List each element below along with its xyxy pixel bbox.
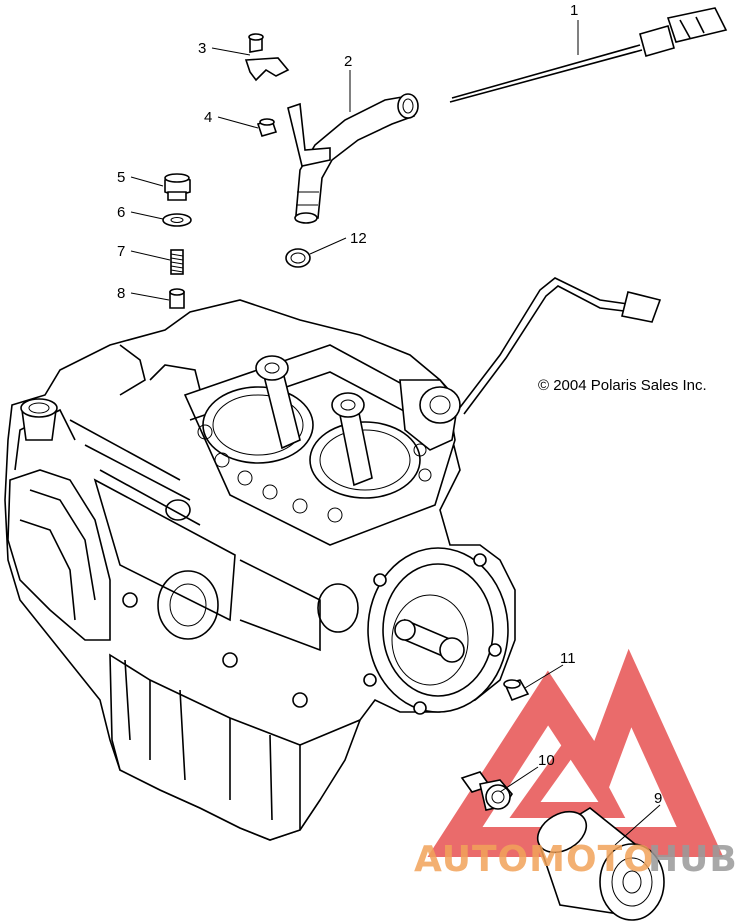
callout-8: 8 [117, 285, 125, 302]
leader-12 [309, 237, 347, 255]
callout-2: 2 [344, 53, 352, 70]
callout-4: 4 [204, 109, 212, 126]
leader-11 [524, 664, 564, 689]
leader-10 [499, 766, 539, 793]
leader-3 [211, 47, 251, 56]
watermark-triangle-inner [509, 724, 626, 818]
watermark-logo [427, 648, 724, 857]
callout-12: 12 [350, 230, 367, 247]
callout-7: 7 [117, 243, 125, 260]
watermark-text: AUTOMOTO HUB [414, 839, 738, 880]
part-bolt-clip [244, 33, 290, 82]
leader-9 [614, 804, 661, 846]
leader-7 [130, 250, 171, 261]
leader-4 [217, 116, 259, 129]
watermark-text-left: AUTOMOTO [414, 839, 655, 880]
part-oil-filler-tube [287, 93, 419, 224]
callout-labels: 1 2 3 4 5 6 7 8 9 10 11 12 [117, 2, 662, 807]
part-plug [503, 679, 530, 702]
part-drain-bolt [164, 173, 191, 201]
callout-1: 1 [570, 2, 578, 19]
leader-5 [130, 176, 164, 187]
part-oil-filter [536, 807, 665, 921]
part-screw-small [256, 118, 278, 137]
leader-8 [130, 292, 170, 301]
part-o-ring [285, 248, 311, 268]
part-spring [170, 249, 184, 275]
copyright-notice: © 2004 Polaris Sales Inc. [538, 377, 707, 394]
leader-6 [130, 211, 164, 220]
part-washer [162, 213, 192, 227]
dipstick-tube-assembly [419, 277, 662, 424]
part-dowel-pin [169, 288, 185, 309]
callout-3: 3 [198, 40, 206, 57]
watermark-text-right: HUB [648, 839, 738, 880]
callout-5: 5 [117, 169, 125, 186]
leader-lines [130, 20, 661, 846]
callout-9: 9 [654, 790, 662, 807]
part-dipstick [449, 7, 728, 103]
watermark-triangle-outer [427, 648, 724, 857]
engine-crankcase [4, 299, 516, 841]
callout-6: 6 [117, 204, 125, 221]
callout-10: 10 [538, 752, 555, 769]
callout-11: 11 [560, 650, 576, 667]
part-filter-fitting [460, 771, 514, 811]
